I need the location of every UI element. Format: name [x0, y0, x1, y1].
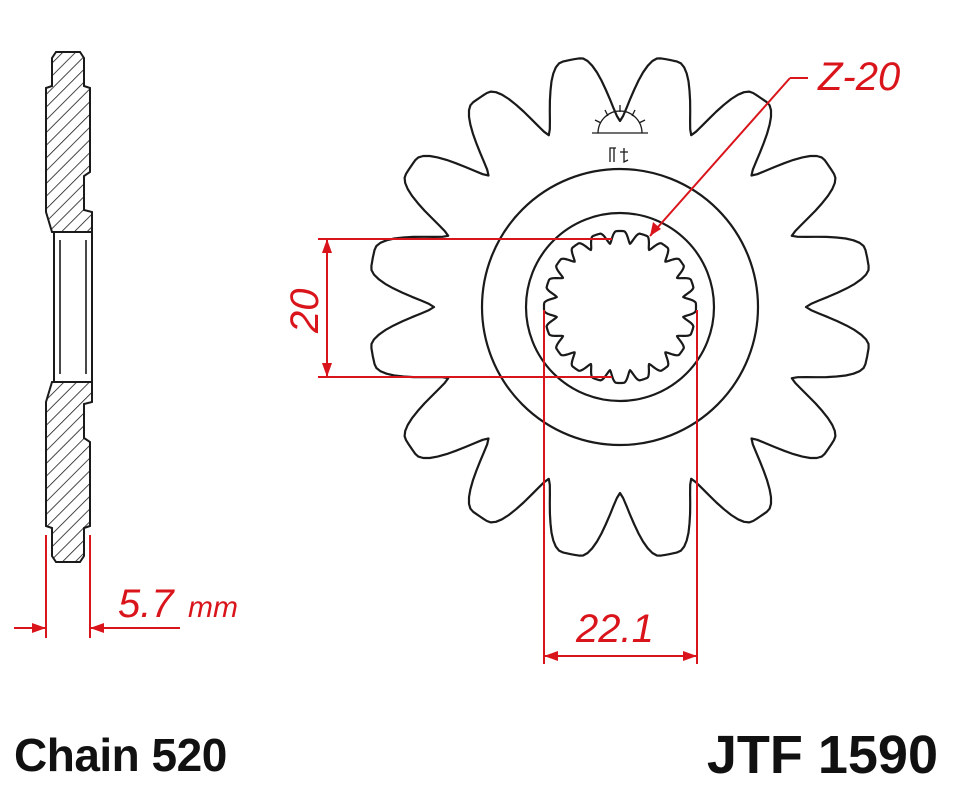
sprocket-front-view [370, 57, 870, 557]
side-section-view [45, 51, 93, 563]
hub-outer-ring [480, 167, 760, 447]
teeth-count-label: Z-20 [817, 55, 900, 99]
spline-bore [542, 229, 698, 385]
thickness-unit: mm [188, 591, 238, 624]
thickness-value: 5.7 [118, 582, 175, 626]
bore-dimension: 20 [283, 238, 612, 378]
thickness-dimension: 5.7 mm [14, 535, 238, 638]
spline-dimension-value: 22.1 [575, 607, 654, 651]
brand-mark-icon [592, 105, 648, 164]
hub-inner-ring [524, 211, 716, 403]
side-section-lower [45, 381, 93, 563]
teeth-count-leader: Z-20 [649, 55, 900, 237]
bore-dimension-value: 20 [283, 289, 327, 335]
spline-dimension: 22.1 [543, 310, 698, 664]
side-section-upper [45, 51, 93, 233]
chain-size-label: Chain 520 [14, 729, 227, 781]
part-number-label: JTF 1590 [706, 725, 938, 785]
